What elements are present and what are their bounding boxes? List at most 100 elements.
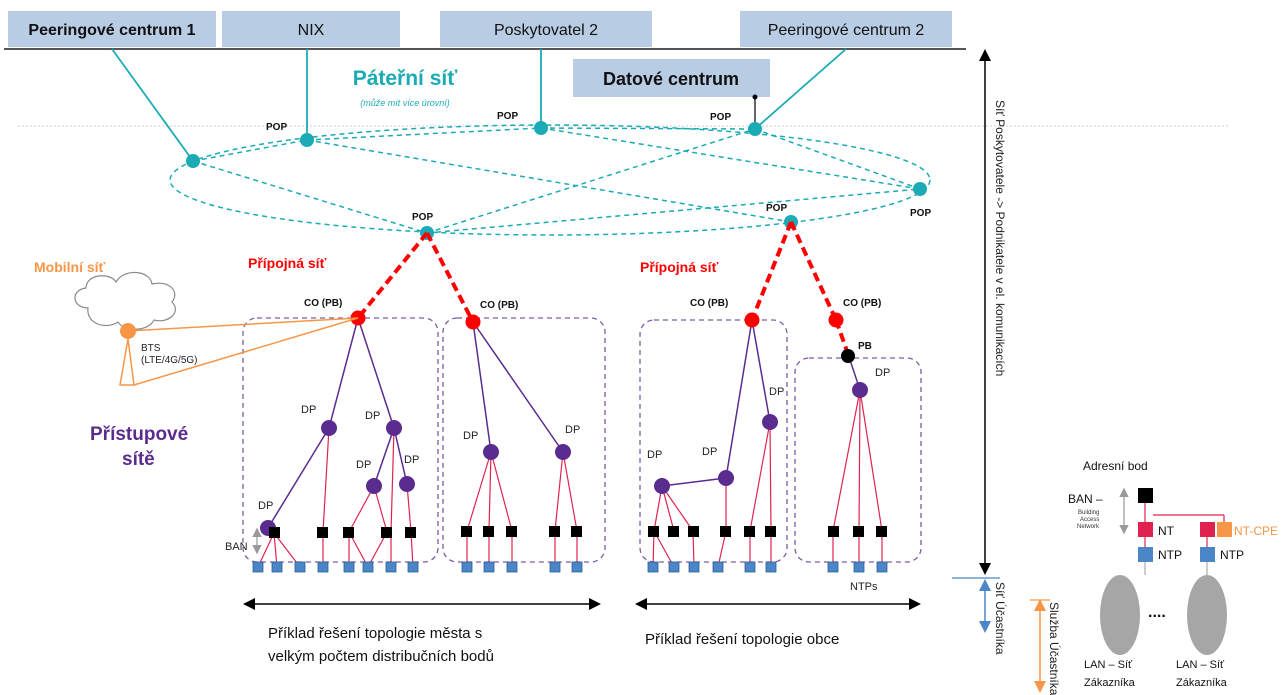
co-label-4: CO (PB) xyxy=(843,298,881,309)
legend-lan-ellipse-2 xyxy=(1187,575,1227,655)
datacenter-box xyxy=(573,59,770,97)
provider2-label: Poskytovatel 2 xyxy=(494,22,598,39)
nix-label: NIX xyxy=(298,22,325,39)
pop-node-1 xyxy=(186,154,200,168)
backbone-subtitle: (může mít více úrovní) xyxy=(360,98,450,108)
distribution-lines xyxy=(267,317,861,529)
nt-square xyxy=(317,527,328,538)
dp-label: DP xyxy=(356,459,371,471)
dp-node xyxy=(386,420,402,436)
drop-line xyxy=(562,451,578,532)
access-link-3 xyxy=(750,221,793,321)
area-box-4 xyxy=(794,357,922,563)
backbone-uplinks xyxy=(111,48,847,162)
drop-line xyxy=(257,532,275,568)
city-example-line2: velkým počtem distribučních bodů xyxy=(268,648,494,665)
drop-line xyxy=(858,389,861,532)
uplink-peering1 xyxy=(111,48,194,162)
nt-square xyxy=(668,526,679,537)
bts-label: BTS xyxy=(141,343,161,354)
area-box-1 xyxy=(242,317,439,563)
ntp-square xyxy=(549,561,561,573)
legend-ban-desc1: Building xyxy=(1078,510,1099,516)
drop-line xyxy=(390,427,395,533)
nt-square xyxy=(571,526,582,537)
peering1-box xyxy=(8,11,216,47)
dp-label: DP xyxy=(565,424,580,436)
pop-labels: POP POP POP POP POP POP xyxy=(266,111,931,223)
bts-link-upper xyxy=(127,317,359,332)
ring-ellipse xyxy=(169,124,931,236)
peering2-label: Peeringové centrum 2 xyxy=(768,22,925,39)
nt-square xyxy=(765,526,776,537)
nt-square xyxy=(876,526,887,537)
ntps-label: NTPs xyxy=(850,581,878,593)
legend-lan2-line1: LAN – Síť xyxy=(1176,659,1225,671)
legend-lan1-line1: LAN – Síť xyxy=(1084,659,1133,671)
nt-square xyxy=(744,526,755,537)
dist-line-1 xyxy=(328,317,359,429)
ring-link-9 xyxy=(540,127,921,190)
dist-line-8 xyxy=(725,319,753,479)
top-boxes: Peeringové centrum 1 NIX Poskytovatel 2 … xyxy=(4,11,966,97)
village-example: Příklad řešení topologie obce xyxy=(645,631,839,648)
access-link-2 xyxy=(425,232,475,323)
ntp-square xyxy=(252,561,264,573)
ring-link-4 xyxy=(754,128,921,190)
pop-node-2 xyxy=(300,133,314,147)
ring-link-5 xyxy=(192,160,428,234)
nix-box xyxy=(222,11,400,47)
backbone-ring xyxy=(169,124,931,236)
legend-nt: NT xyxy=(1158,524,1175,538)
drop-line xyxy=(322,427,330,533)
drop-line xyxy=(661,485,694,532)
ntp-square xyxy=(506,561,518,573)
pop-label-5: POP xyxy=(412,212,433,223)
pb-label: PB xyxy=(858,341,872,352)
legend-lan-ellipse-1 xyxy=(1100,575,1140,655)
access-networks-line2: sítě xyxy=(122,449,155,470)
ntp-square xyxy=(688,561,700,573)
co-node-2 xyxy=(465,314,481,330)
legend-lan1-line2: Zákazníka xyxy=(1084,677,1136,689)
drop-line xyxy=(466,451,492,532)
drop-line xyxy=(406,483,412,533)
dp-node xyxy=(483,444,499,460)
ntp-square xyxy=(712,561,724,573)
ntp-square xyxy=(362,561,374,573)
drop-line xyxy=(348,485,375,533)
access-networks-line1: Přístupové xyxy=(90,424,188,445)
drop-line xyxy=(490,451,513,532)
bts-tower-icon xyxy=(119,338,135,386)
legend-ban: BAN – xyxy=(1068,492,1103,506)
ntp-square xyxy=(317,561,329,573)
drop-lines xyxy=(257,389,883,568)
co-label-3: CO (PB) xyxy=(690,298,728,309)
legend-cpe-square xyxy=(1217,522,1232,537)
legend-address-square xyxy=(1138,488,1153,503)
ntp-square xyxy=(461,561,473,573)
dp-node xyxy=(718,470,734,486)
nt-square xyxy=(506,526,517,537)
legend-address-point: Adresní bod xyxy=(1083,459,1148,473)
ntp-square xyxy=(271,561,283,573)
legend-ntp2-square xyxy=(1200,547,1215,562)
ban-label: BAN xyxy=(225,541,248,553)
dp-node xyxy=(366,478,382,494)
legend-ban-desc2: Access xyxy=(1080,517,1099,523)
pop-node-4 xyxy=(748,122,762,136)
area-box-2 xyxy=(442,317,606,563)
dp-label: DP xyxy=(769,386,784,398)
drop-line xyxy=(769,421,772,532)
ntp-square xyxy=(571,561,583,573)
nt-square xyxy=(269,527,280,538)
nt-square xyxy=(461,526,472,537)
ntp-square xyxy=(827,561,839,573)
city-example-line1: Příklad řešení topologie města s xyxy=(268,625,482,642)
drop-line xyxy=(273,532,278,568)
dp-node xyxy=(852,382,868,398)
nt-square xyxy=(483,526,494,537)
ntp-square xyxy=(668,561,680,573)
dist-line-6 xyxy=(472,321,492,453)
